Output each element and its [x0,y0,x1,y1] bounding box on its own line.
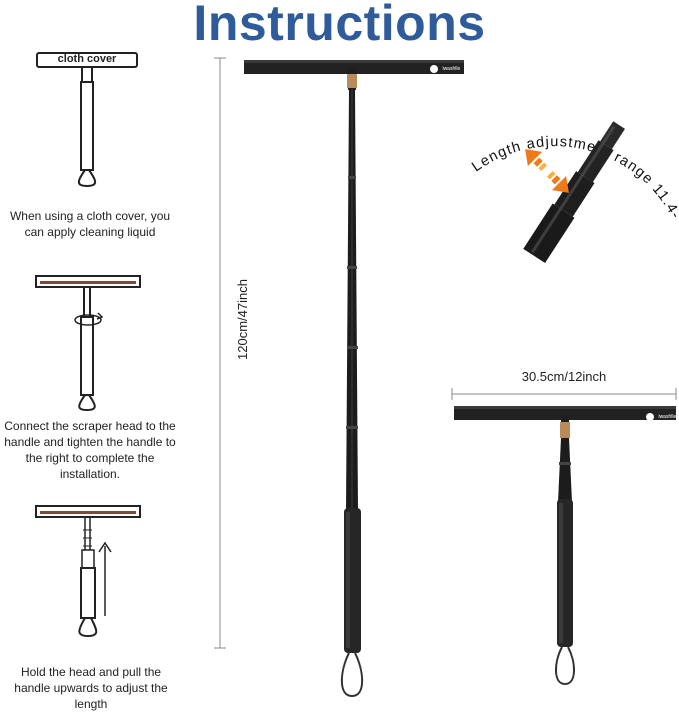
width-dimension-line [451,388,677,400]
step1-text: When using a cloth cover, you can apply … [9,209,171,239]
double-arrow-icon [525,149,569,193]
brand-logo-small-icon [646,412,654,421]
step3-illustration [35,505,141,638]
step3-text: Hold the head and pull the handle upward… [14,665,168,711]
telescopic-pole-closeup [523,121,625,263]
brand-logo-icon [430,64,438,73]
step2-text: Connect the scraper head to the handle a… [4,419,176,481]
pull-up-arrow-icon [98,541,112,616]
brand-logo: iwashlle [430,60,460,78]
step1-illustration [36,52,138,188]
height-dimension-line [214,57,226,649]
brand-logo-text: iwashlle [442,65,461,72]
cloth-cover-label: cloth cover [57,53,117,65]
rotate-arrow-icon [74,312,104,326]
product-extended [244,60,464,698]
width-label: 30.5cm/12inch [521,369,607,384]
product-collapsed [454,406,676,686]
step2-illustration [35,275,141,412]
brand-logo-small: iwashlle [646,408,676,426]
brand-logo-small-text: iwashlle [658,413,677,420]
page-title: Instructions [193,0,486,51]
